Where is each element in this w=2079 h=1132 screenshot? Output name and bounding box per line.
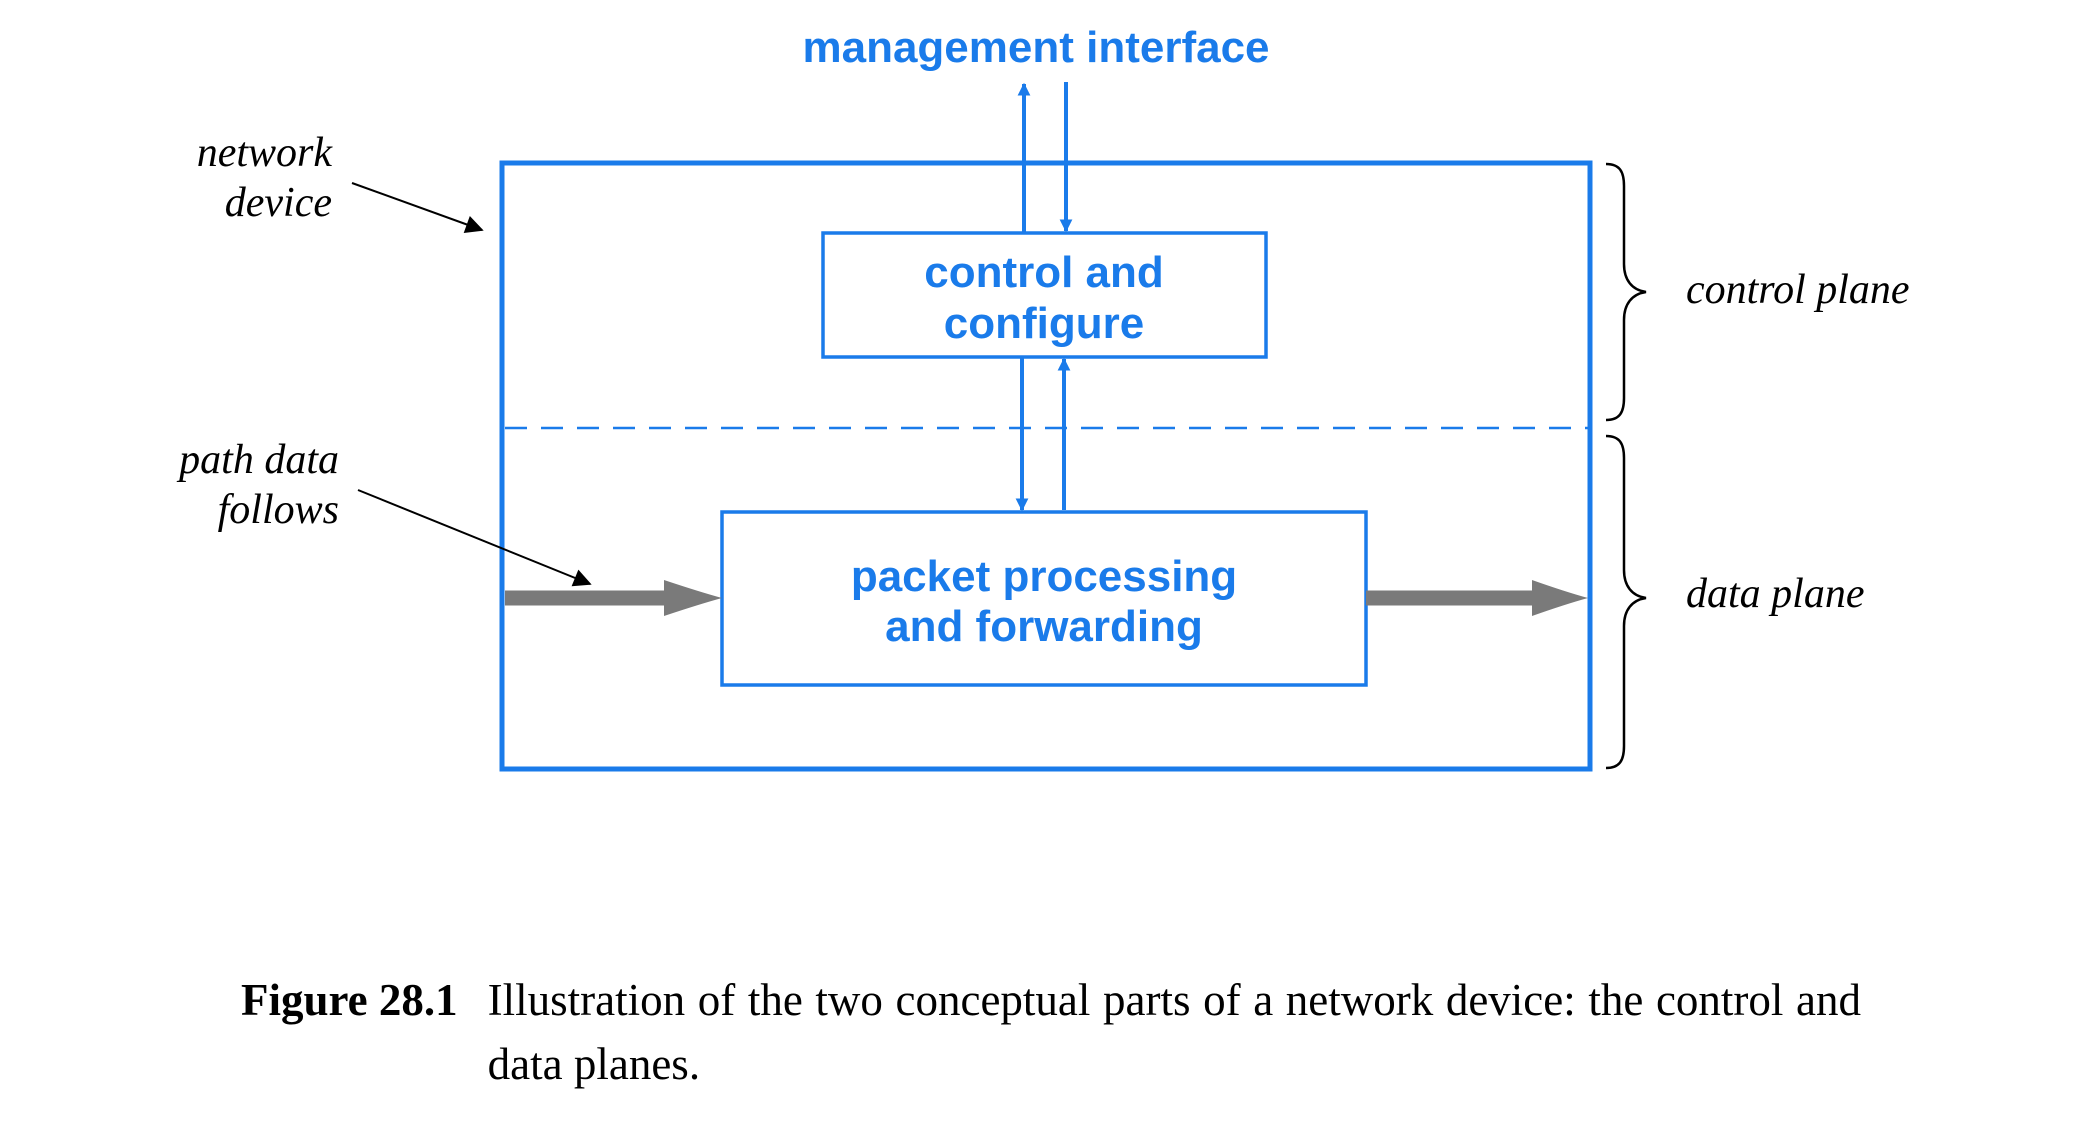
- control-plane-label: control plane: [1686, 267, 1910, 313]
- figure-caption-label: Figure 28.1: [241, 975, 458, 1025]
- figure-caption: Figure 28.1 Illustration of the two conc…: [241, 968, 1861, 1096]
- data-plane-label: data plane: [1686, 571, 1864, 617]
- packet-processing-label-line2: and forwarding: [885, 602, 1203, 651]
- path-data-pointer-arrow: [357, 489, 592, 587]
- packet-processing-label-line1: packet processing: [851, 552, 1237, 601]
- network-device-label-line2: device: [225, 180, 332, 226]
- data-plane-brace: [1605, 434, 1647, 770]
- network-device-pointer-arrow: [351, 182, 484, 233]
- control-plane-brace: [1605, 162, 1647, 422]
- control-configure-label-line2: configure: [944, 299, 1144, 348]
- figure-caption-text: Illustration of the two conceptual parts…: [487, 975, 1861, 1089]
- data-path-in-arrowhead: [664, 580, 722, 616]
- control-configure-label-line1: control and: [924, 248, 1164, 297]
- path-data-label-line1: path data: [176, 437, 339, 483]
- data-path-out-arrowhead: [1532, 580, 1588, 616]
- control-configure-box: [821, 231, 1268, 359]
- packet-processing-box: [720, 510, 1368, 687]
- path-data-label-line2: follows: [218, 487, 339, 533]
- management-interface-label: management interface: [802, 23, 1269, 72]
- network-device-box: [499, 160, 1593, 772]
- network-device-label-line1: network: [197, 130, 334, 176]
